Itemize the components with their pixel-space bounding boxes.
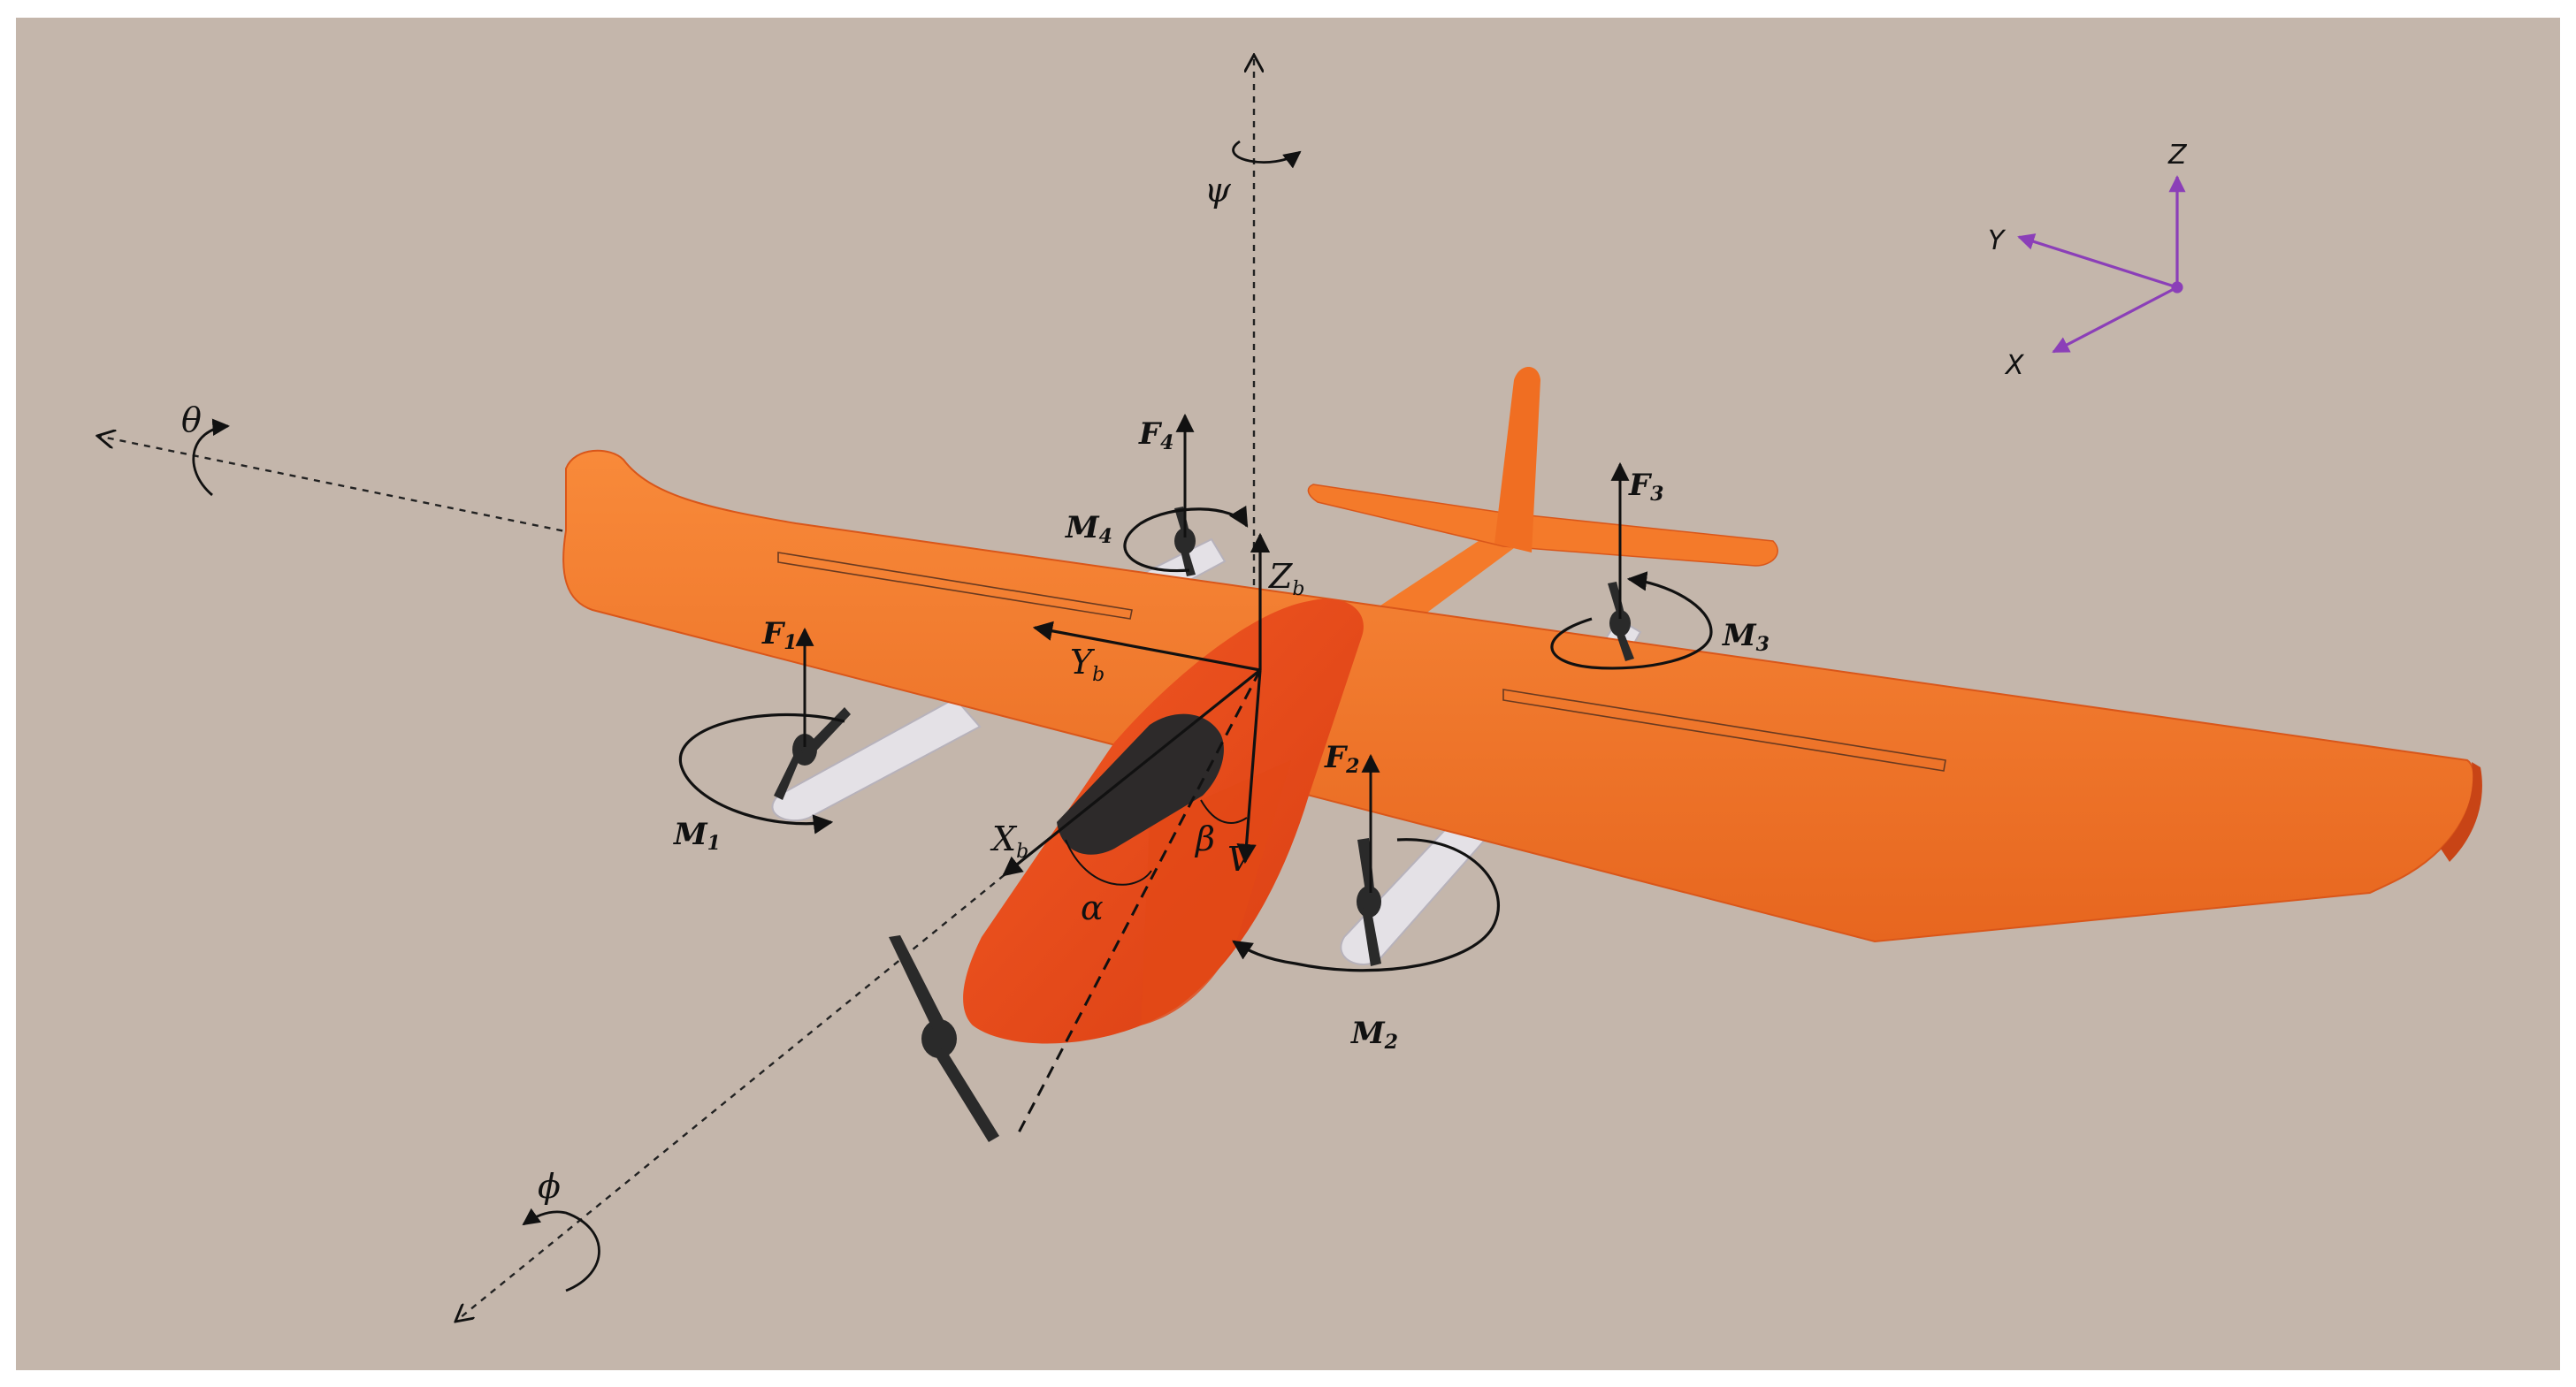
- psi-label: ψ: [1204, 171, 1232, 210]
- velocity-label: V: [1227, 840, 1255, 879]
- vertical-stabilizer: [1494, 367, 1540, 553]
- moment-arrows: [678, 505, 1713, 972]
- rotation-angle-labels: ψ θ ϕ: [181, 171, 1232, 1206]
- rotor-3-hub: [1609, 610, 1631, 636]
- f1-label: F1: [761, 616, 797, 654]
- phi-label: ϕ: [538, 1167, 561, 1206]
- fuselage-side: [1141, 760, 1291, 1025]
- f4-label: F4: [1138, 416, 1173, 454]
- force-labels: F1 F2 F3 F4: [761, 416, 1663, 778]
- yb-label: Yb: [1070, 643, 1105, 686]
- f3-label: F3: [1628, 468, 1663, 506]
- m2-label: M2: [1350, 1016, 1398, 1054]
- pitch-rotation-arrow: [192, 418, 230, 497]
- theta-label: θ: [181, 400, 202, 439]
- rotor-4-hub: [1174, 528, 1196, 554]
- xb-vector: [1002, 668, 1261, 877]
- m3-label: M3: [1722, 618, 1770, 656]
- ref-z-label: Z: [2167, 140, 2188, 171]
- rotor-1-blade-b: [774, 747, 803, 800]
- f2-label: F2: [1324, 740, 1359, 778]
- fuselage: [963, 598, 1364, 1044]
- thrust-vectors: [795, 413, 1630, 893]
- beta-arc: [1200, 799, 1248, 824]
- left-boom: [771, 697, 982, 822]
- rotation-arrows: [192, 140, 1302, 1292]
- pitch-axis-line: [97, 436, 1255, 674]
- m2-arrow: [1232, 838, 1500, 972]
- xb-label: Xb: [990, 819, 1028, 863]
- alpha-label: α: [1081, 888, 1104, 927]
- body-axis-labels: Zb Yb Xb V α β: [990, 557, 1305, 927]
- roll-axis-line: [455, 671, 1255, 1322]
- m1-arrow: [678, 713, 845, 834]
- ref-y-axis: [2017, 233, 2178, 289]
- aileron-left: [777, 552, 1133, 620]
- horizontal-stabilizer: [1307, 484, 1778, 567]
- yb-vector: [1032, 621, 1261, 672]
- nose-propeller-blade-top: [889, 935, 946, 1030]
- velocity-projection-line: [1015, 669, 1262, 1137]
- reference-frame: [2017, 175, 2186, 354]
- moment-labels: M1 M2 M3 M4: [673, 510, 1770, 1054]
- ref-y-label: Y: [1988, 225, 2007, 256]
- nose-propeller-blade-bottom: [933, 1048, 999, 1142]
- m1-label: M1: [673, 817, 721, 855]
- ref-x-label: X: [2004, 350, 2025, 381]
- m3-arrow: [1550, 571, 1713, 670]
- body-frame-vectors: [1002, 532, 1271, 1137]
- zb-label: Zb: [1268, 557, 1305, 600]
- wing-tip-right: [2441, 762, 2482, 862]
- rotation-axes: [97, 55, 1254, 1322]
- lift-rotors: [774, 507, 1634, 966]
- reference-frame-labels: Z Y X: [1988, 140, 2188, 381]
- nose-propeller: [889, 935, 999, 1142]
- rotor-2-blade-b: [1362, 906, 1381, 966]
- rotor-4-blade-b: [1180, 545, 1196, 576]
- alpha-arc: [1065, 839, 1152, 886]
- aileron-right: [1502, 689, 1946, 772]
- velocity-vector: [1236, 669, 1262, 865]
- roll-rotation-arrow: [522, 1208, 600, 1292]
- yaw-rotation-arrow: [1232, 140, 1302, 169]
- nose-propeller-hub: [921, 1019, 957, 1058]
- rotor-4: [1174, 507, 1196, 576]
- canopy: [1057, 713, 1224, 855]
- rotor-3-blade-b: [1615, 628, 1634, 661]
- ref-x-axis: [2052, 286, 2178, 354]
- m4-label: M4: [1065, 510, 1112, 548]
- m4-arrow: [1123, 505, 1249, 573]
- rotor-3: [1608, 582, 1634, 661]
- beta-label: β: [1194, 819, 1215, 858]
